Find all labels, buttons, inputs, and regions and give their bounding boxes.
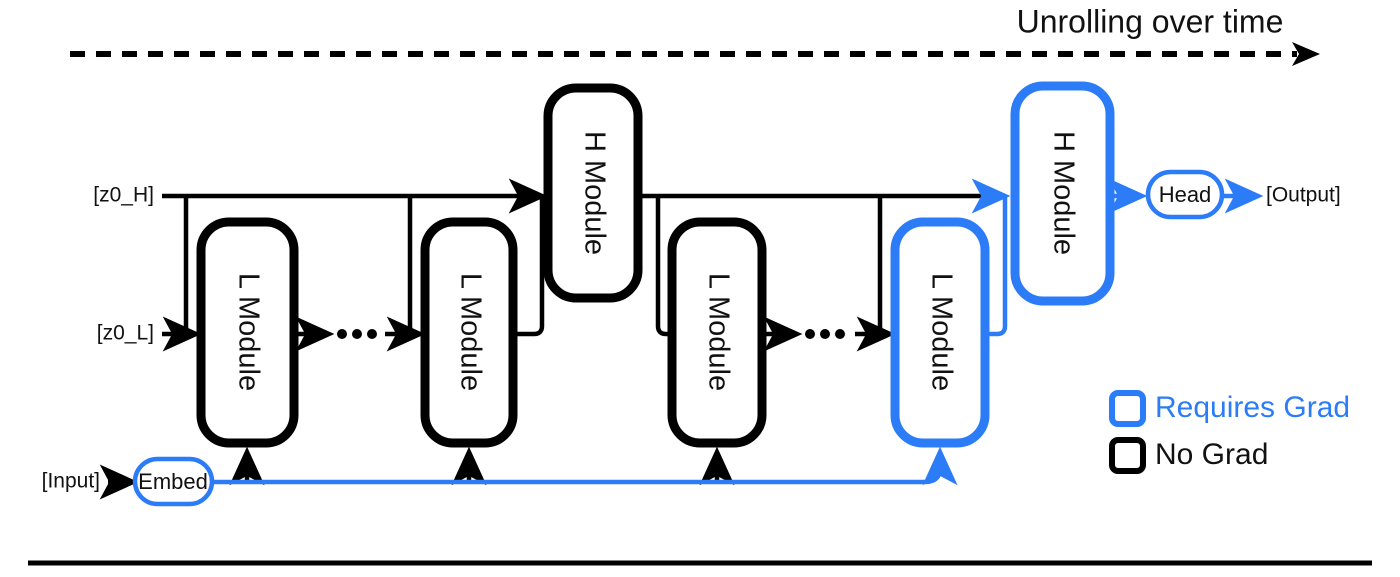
legend-item-requires-grad: Requires Grad: [1109, 390, 1350, 427]
label-z0-low: [z0_L]: [97, 322, 154, 345]
l-module-2-label: L Module: [454, 273, 486, 391]
node-l-module-3[interactable]: L Module: [667, 217, 767, 448]
unrolling-axis-group: [70, 42, 1320, 66]
head-label: Head: [1159, 182, 1212, 207]
wire-group-black: [99, 178, 1011, 500]
legend-label-no-grad: No Grad: [1155, 438, 1268, 471]
h-module-2-box[interactable]: [1010, 81, 1115, 306]
l-module-4-label: L Module: [925, 273, 957, 391]
wire-z0h-to-l1: [183, 196, 196, 337]
ellipsis-dot: [337, 329, 347, 339]
label-input: [Input]: [42, 470, 100, 493]
wire-h1-to-l4: [877, 196, 890, 337]
l-module-1-box[interactable]: [196, 217, 299, 448]
legend-label-requires-grad: Requires Grad: [1155, 391, 1350, 424]
node-l-module-1[interactable]: L Module: [196, 217, 299, 448]
ellipsis-dot: [367, 329, 377, 339]
node-l-module-2[interactable]: L Module: [420, 217, 518, 448]
wire-l4-to-h2: [985, 196, 1008, 337]
node-l-module-4[interactable]: L Module: [890, 217, 990, 448]
l-module-3-label: L Module: [702, 273, 734, 391]
unrolling-arrowhead-icon: [1292, 42, 1320, 66]
wire-group-blue: [212, 178, 1264, 486]
l-module-4-box[interactable]: [890, 217, 990, 448]
node-embed[interactable]: Embed: [132, 456, 215, 507]
label-z0-high: [z0_H]: [93, 184, 154, 207]
head-box[interactable]: [1145, 169, 1225, 220]
ellipsis-dot: [835, 329, 845, 339]
h-module-1-box[interactable]: [543, 83, 643, 303]
legend-item-no-grad: No Grad: [1109, 437, 1268, 474]
h-module-1-label: H Module: [578, 131, 610, 255]
diagram-title: Unrolling over time: [1017, 3, 1284, 39]
wire-z0h-to-l2: [407, 196, 420, 337]
h-module-2-label: H Module: [1047, 131, 1079, 255]
ellipsis-dot: [352, 329, 362, 339]
embed-label: Embed: [138, 469, 208, 494]
l-module-3-box[interactable]: [667, 217, 767, 448]
wire-l2-to-h1: [513, 196, 545, 337]
ellipsis-dot: [820, 329, 830, 339]
embed-box[interactable]: [132, 456, 215, 507]
wire-h1-to-l3: [655, 196, 668, 337]
l-module-1-label: L Module: [232, 273, 264, 391]
legend-swatch-no-grad-icon: [1109, 437, 1146, 474]
ellipsis-row-2: [805, 329, 845, 339]
ellipsis-row-1: [337, 329, 377, 339]
node-head[interactable]: Head: [1145, 169, 1225, 220]
l-module-2-box[interactable]: [420, 217, 518, 448]
legend: Requires Grad No Grad: [1109, 390, 1350, 474]
node-h-module-2[interactable]: H Module: [1010, 81, 1115, 306]
node-h-module-1[interactable]: H Module: [543, 83, 643, 303]
wire-embed-to-l4: [922, 446, 958, 486]
ellipsis-dot: [805, 329, 815, 339]
label-output: [Output]: [1266, 184, 1341, 207]
legend-swatch-requires-grad-icon: [1109, 390, 1146, 427]
